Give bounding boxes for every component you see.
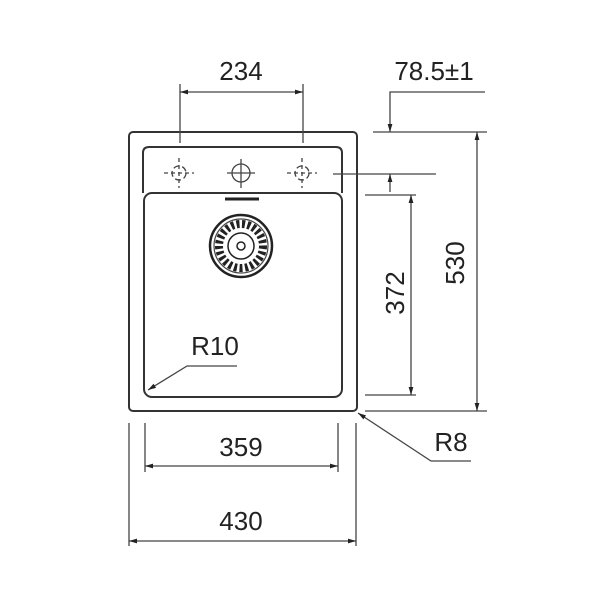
leader-r8 bbox=[357, 412, 471, 462]
deck-outline bbox=[142, 146, 343, 193]
dim-label-r8: R8 bbox=[434, 427, 467, 457]
dim-tap-spacing bbox=[179, 84, 304, 143]
sink-outer-outline bbox=[128, 131, 358, 412]
dim-label-530: 530 bbox=[440, 241, 470, 284]
dim-label-234: 234 bbox=[219, 56, 262, 86]
dim-overall-width bbox=[128, 423, 357, 546]
dim-overall-length bbox=[365, 132, 487, 412]
drain-strainer-icon bbox=[208, 213, 274, 279]
dim-label-78-5: 78.5±1 bbox=[394, 56, 473, 86]
dim-bowl-width bbox=[144, 423, 339, 472]
dim-bowl-length bbox=[365, 194, 416, 396]
dim-label-372: 372 bbox=[380, 271, 410, 314]
tap-hole-right-icon bbox=[287, 158, 317, 188]
tap-hole-left-icon bbox=[164, 158, 194, 188]
dim-deck-offset bbox=[333, 91, 487, 192]
dim-label-430: 430 bbox=[219, 506, 262, 536]
dim-label-359: 359 bbox=[219, 432, 262, 462]
bowl-outline bbox=[143, 192, 343, 398]
tap-hole-center-icon bbox=[227, 159, 255, 188]
leader-r10 bbox=[147, 365, 237, 391]
dim-label-r10: R10 bbox=[191, 331, 239, 361]
